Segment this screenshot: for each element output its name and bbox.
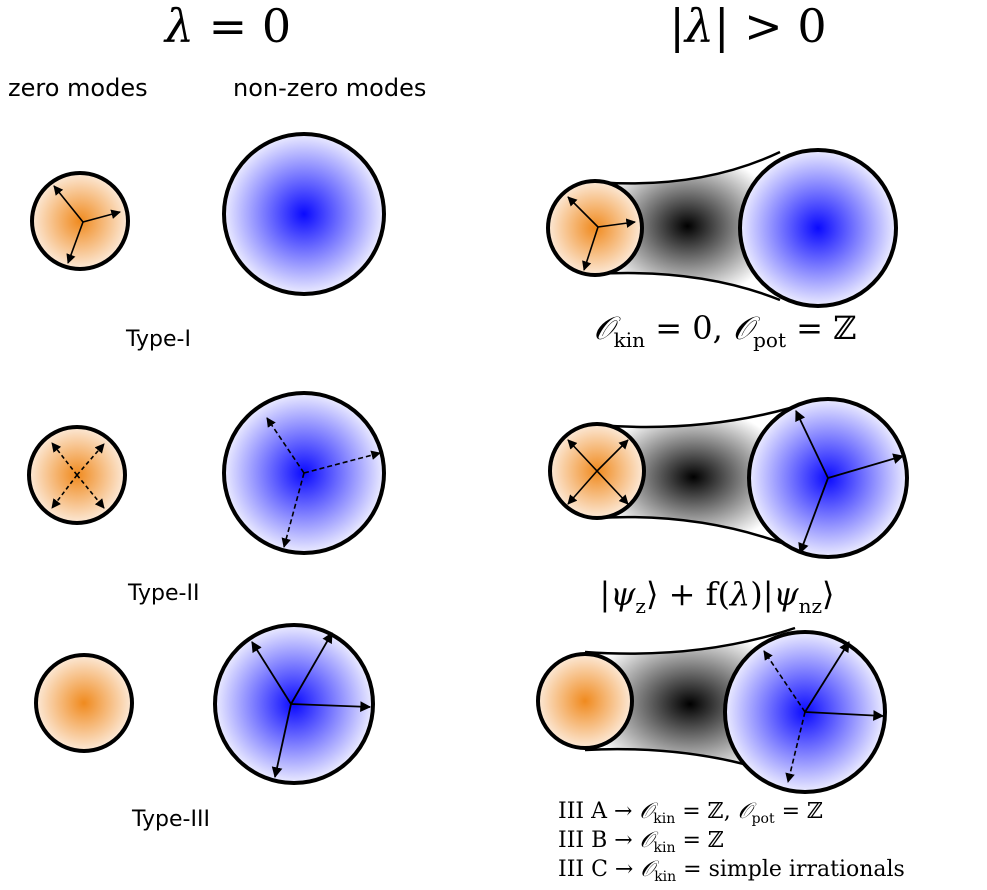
type3-line-b: III B → 𝒪kin = ℤ — [558, 828, 724, 856]
type3-coupled-system — [536, 626, 887, 794]
type1-zero-mode-circle — [30, 171, 130, 271]
type2-coupled-system — [548, 397, 909, 559]
type2-label: Type-II — [127, 581, 199, 606]
nonzero-modes-label: non-zero modes — [233, 74, 426, 102]
header-lambda-zero: λ = 0 — [163, 0, 291, 53]
type3-nonzero-mode-circle — [213, 623, 375, 785]
type1-nonzero-mode-circle — [222, 132, 386, 296]
type2-equation: |ψz⟩ + f(λ)|ψnz⟩ — [600, 575, 835, 618]
type3-zero-mode-circle — [34, 653, 134, 753]
type1-label: Type-I — [125, 327, 191, 352]
type3-classification: III A → 𝒪kin = ℤ, 𝒪pot = ℤ III B → 𝒪kin … — [558, 799, 905, 885]
type1-equation: 𝒪kin = 0, 𝒪pot = ℤ — [593, 309, 856, 352]
type2-zero-mode-circle — [27, 425, 127, 525]
type1-coupled-system — [546, 148, 898, 308]
type2-nonzero-mode-circle — [222, 391, 386, 555]
type3-label: Type-III — [131, 807, 210, 832]
type3-line-c: III C → 𝒪kin = simple irrationals — [558, 857, 905, 885]
header-lambda-nonzero: |λ| > 0 — [669, 0, 826, 53]
zero-modes-label: zero modes — [8, 74, 148, 102]
type3-line-a: III A → 𝒪kin = ℤ, 𝒪pot = ℤ — [558, 799, 823, 827]
